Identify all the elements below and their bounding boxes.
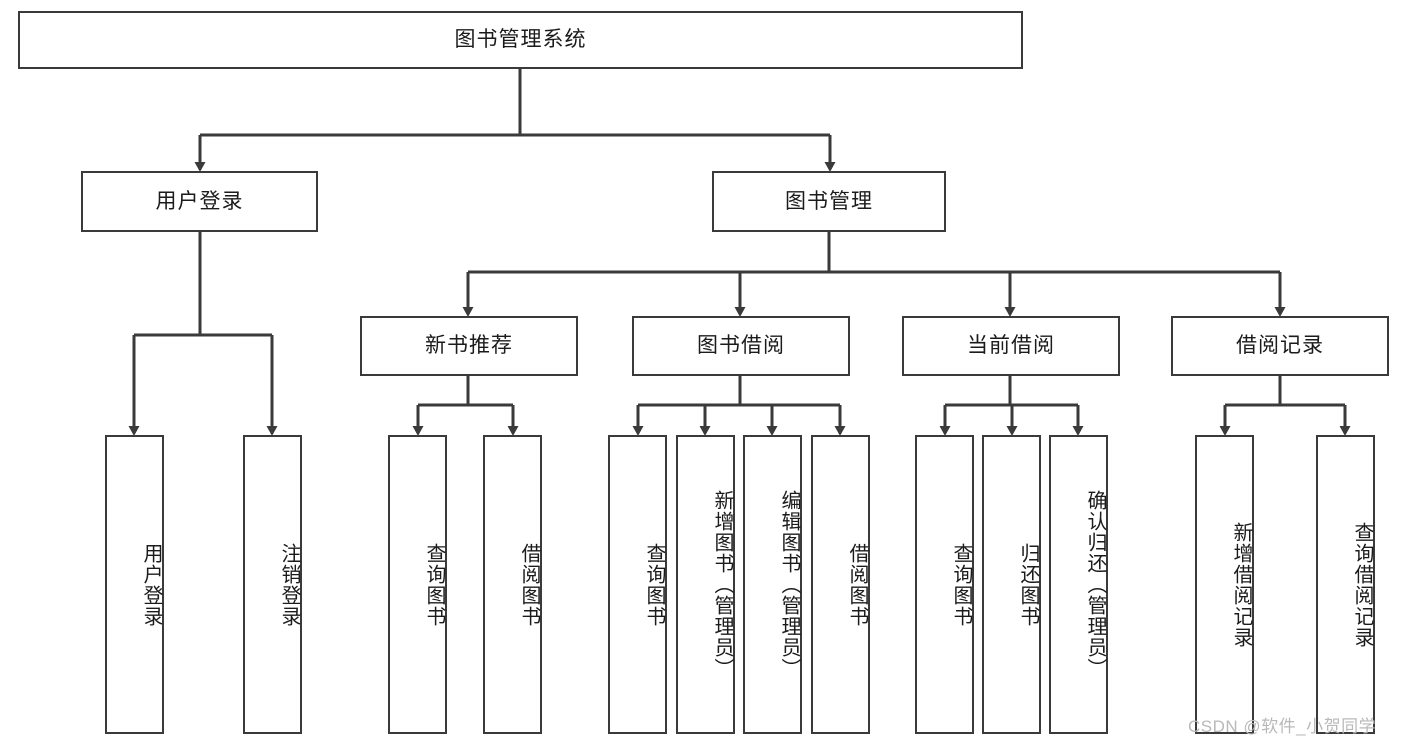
- leaf-borrow-record-query-record[interactable]: 查询借阅记录: [1316, 435, 1375, 734]
- leaf-new-book-borrow-book[interactable]: 借阅图书: [483, 435, 542, 734]
- leaf-label: 查询图书: [950, 542, 972, 627]
- node-new-book-recommend[interactable]: 新书推荐: [360, 316, 578, 376]
- leaf-label: 编辑图书（管理员）: [778, 490, 800, 679]
- leaf-label: 借阅图书: [518, 542, 540, 627]
- leaf-book-borrow-add-book[interactable]: 新增图书（管理员）: [676, 435, 735, 734]
- leaf-borrow-record-add-record[interactable]: 新增借阅记录: [1195, 435, 1254, 734]
- leaf-label: 新增图书（管理员）: [711, 490, 733, 679]
- leaf-new-book-query-book[interactable]: 查询图书: [388, 435, 447, 734]
- node-borrow-record[interactable]: 借阅记录: [1171, 316, 1389, 376]
- node-root-system[interactable]: 图书管理系统: [18, 11, 1023, 69]
- leaf-book-borrow-edit-book[interactable]: 编辑图书（管理员）: [743, 435, 802, 734]
- leaf-book-borrow-borrow-book[interactable]: 借阅图书: [811, 435, 870, 734]
- leaf-book-borrow-query-book[interactable]: 查询图书: [608, 435, 667, 734]
- leaf-label: 注销登录: [278, 542, 300, 627]
- leaf-label: 新增借阅记录: [1230, 521, 1252, 648]
- leaf-label: 查询借阅记录: [1351, 521, 1373, 648]
- leaf-current-borrow-confirm-return[interactable]: 确认归还（管理员）: [1049, 435, 1108, 734]
- leaf-label: 用户登录: [140, 542, 162, 627]
- node-current-borrow[interactable]: 当前借阅: [902, 316, 1120, 376]
- leaf-user-login-logout[interactable]: 注销登录: [243, 435, 302, 734]
- leaf-current-borrow-return-book[interactable]: 归还图书: [982, 435, 1041, 734]
- leaf-label: 查询图书: [643, 542, 665, 627]
- leaf-label: 借阅图书: [846, 542, 868, 627]
- watermark-text: CSDN @软件_小贺同学: [1188, 717, 1377, 736]
- leaf-current-borrow-query-book[interactable]: 查询图书: [915, 435, 974, 734]
- leaf-label: 归还图书: [1017, 542, 1039, 627]
- node-book-management[interactable]: 图书管理: [712, 171, 946, 232]
- node-user-login[interactable]: 用户登录: [81, 171, 318, 232]
- leaf-label: 确认归还（管理员）: [1084, 490, 1106, 679]
- node-book-borrow[interactable]: 图书借阅: [632, 316, 850, 376]
- leaf-label: 查询图书: [423, 542, 445, 627]
- leaf-user-login-login[interactable]: 用户登录: [105, 435, 164, 734]
